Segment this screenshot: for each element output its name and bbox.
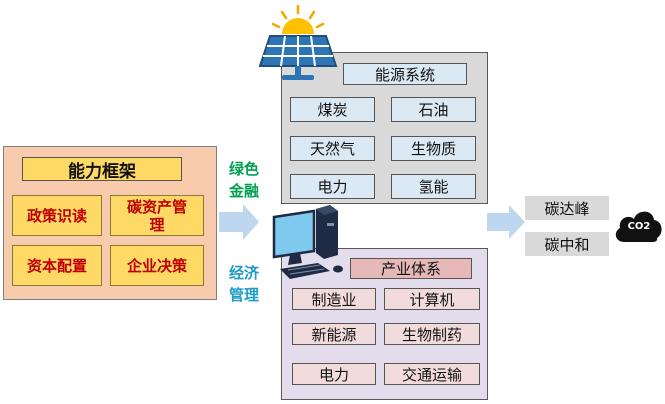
green-finance-label: 绿色 金融 — [222, 158, 266, 202]
energy-item-biomass: 生物质 — [391, 136, 476, 161]
result-carbon-peak: 碳达峰 — [525, 196, 609, 220]
right-arrow-icon — [487, 205, 525, 239]
econ-mgmt-label: 经济 管理 — [222, 262, 266, 306]
co2-cloud-icon — [615, 211, 662, 242]
co2-label: CO2 — [627, 220, 651, 232]
green-finance-line2: 金融 — [228, 182, 259, 200]
industry-item-new-energy: 新能源 — [292, 323, 376, 345]
energy-item-coal: 煤炭 — [290, 97, 375, 122]
capability-title: 能力框架 — [22, 157, 182, 182]
capability-item-capital: 资本配置 — [12, 245, 102, 286]
energy-item-hydrogen: 氢能 — [391, 174, 476, 199]
energy-item-oil: 石油 — [391, 97, 476, 122]
result-carbon-neutral: 碳中和 — [525, 232, 609, 256]
econ-mgmt-line2: 管理 — [228, 286, 259, 304]
industry-item-manufacturing: 制造业 — [292, 288, 376, 310]
capability-item-carbon-asset: 碳资产管理 — [110, 195, 204, 236]
industry-item-computer: 计算机 — [384, 288, 480, 310]
industry-item-biopharma: 生物制药 — [384, 323, 480, 345]
energy-item-gas: 天然气 — [290, 136, 375, 161]
computer-icon — [272, 205, 343, 279]
industry-item-transport: 交通运输 — [384, 363, 480, 385]
industry-item-power: 电力 — [292, 363, 376, 385]
industry-title: 产业体系 — [350, 258, 472, 279]
energy-item-power: 电力 — [290, 174, 375, 199]
left-arrow-icon — [219, 204, 259, 240]
solar-panel-icon — [258, 4, 338, 80]
capability-item-decision: 企业决策 — [110, 245, 204, 286]
energy-title: 能源系统 — [343, 63, 467, 85]
capability-item-policy: 政策识读 — [12, 195, 102, 236]
econ-mgmt-line1: 经济 — [228, 264, 259, 282]
green-finance-line1: 绿色 — [228, 160, 259, 178]
